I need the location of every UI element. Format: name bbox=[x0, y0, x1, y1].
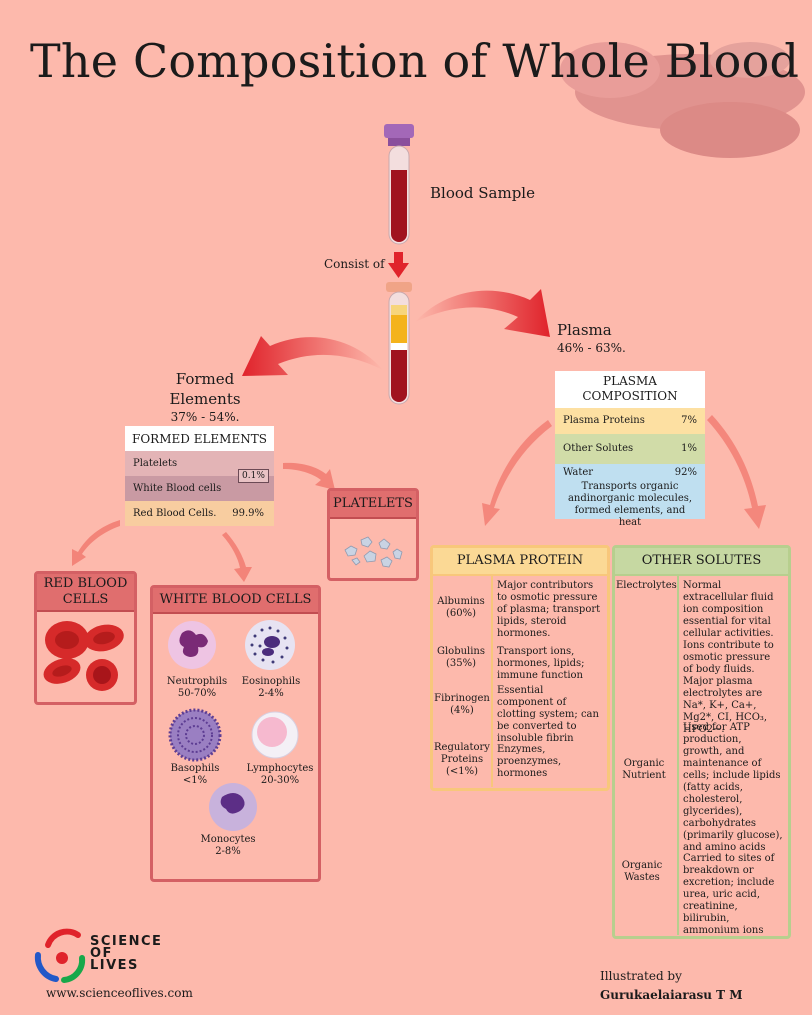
white-blood-cells-box: WHITE BLOOD CELLS bbox=[150, 585, 321, 882]
organic-wastes-label: Organic Wastes bbox=[621, 860, 663, 883]
formed-elements-table-header: FORMED ELEMENTS bbox=[125, 426, 274, 451]
formed-elements-label-line2: Elements bbox=[169, 390, 241, 408]
red-blood-cells-box: RED BLOOD CELLS bbox=[34, 571, 137, 705]
logo-text: SCIENCE OF LIVES bbox=[90, 934, 163, 973]
formed-row-rbc: Red Blood Cells.99.9% bbox=[125, 501, 274, 526]
blood-sample-tube bbox=[384, 124, 414, 245]
author-name: Gurukaelaiarasu T M bbox=[600, 988, 743, 1002]
regulatory-proteins-label: Regulatory Proteins(<1%) bbox=[434, 742, 490, 777]
globulins-label: Globulins(35%) bbox=[436, 646, 486, 669]
globulins-description: Transport ions, hormones, lipids; immune… bbox=[497, 646, 585, 681]
platelets-title: PLATELETS bbox=[330, 491, 416, 519]
neutrophil-image bbox=[168, 621, 216, 669]
rbc-percentage: 99.9% bbox=[232, 508, 264, 519]
blood-splash-decoration bbox=[560, 42, 805, 158]
website-link[interactable]: www.scienceoflives.com bbox=[46, 986, 193, 1000]
water-description: Transports organic andinorganic molecule… bbox=[567, 481, 693, 528]
other-solutes-divider bbox=[677, 576, 679, 935]
electrolytes-label: Electrolytes bbox=[616, 580, 677, 591]
electrolytes-description: Normal extracellular fluid ion compositi… bbox=[683, 580, 774, 735]
albumins-description: Major contributors to osmotic pressure o… bbox=[497, 580, 601, 639]
separated-blood-tube bbox=[386, 282, 412, 405]
basophils-label: Basophils<1% bbox=[170, 763, 220, 786]
white-blood-cells-title: WHITE BLOOD CELLS bbox=[153, 588, 318, 614]
other-solutes-title: OTHER SOLUTES bbox=[615, 548, 788, 576]
plasma-protein-box: PLASMA PROTEIN bbox=[430, 545, 610, 791]
monocyte-image bbox=[209, 783, 257, 831]
platelets-box: PLATELETS bbox=[327, 488, 419, 581]
regulatory-proteins-description: Enzymes, proenzymes, hormones bbox=[497, 744, 562, 779]
logo-mark bbox=[34, 928, 86, 983]
organic-nutrient-label: Organic Nutrient bbox=[622, 758, 666, 781]
albumins-label: Albumins(60%) bbox=[437, 596, 485, 619]
formed-elements-table: FORMED ELEMENTS Platelets White Blood ce… bbox=[125, 426, 274, 526]
formed-elements-label-line1: Formed bbox=[175, 370, 235, 388]
platelets-wbc-percentage: 0.1% bbox=[238, 469, 269, 483]
page-title: The Composition of Whole Blood bbox=[30, 34, 800, 88]
lymphocyte-image bbox=[251, 711, 299, 759]
red-blood-cells-title: RED BLOOD CELLS bbox=[37, 574, 134, 612]
fibrinogen-description: Essential component of clotting system; … bbox=[497, 685, 599, 744]
plasma-composition-header: PLASMA COMPOSITION bbox=[555, 371, 705, 408]
down-arrow bbox=[388, 252, 409, 278]
fibrinogen-label: Fibrinogen(4%) bbox=[434, 693, 490, 716]
organic-wastes-description: Carried to sites of breakdown or excreti… bbox=[683, 853, 775, 936]
illustrated-by-label: Illustrated by bbox=[600, 969, 682, 983]
plasma-label: Plasma bbox=[557, 321, 612, 339]
plasma-protein-divider bbox=[491, 576, 493, 787]
formed-elements-range: 37% - 54%. bbox=[170, 410, 240, 424]
arrow-to-plasma bbox=[415, 289, 550, 337]
plasma-range: 46% - 63%. bbox=[557, 341, 626, 355]
other-solutes-box: OTHER SOLUTES bbox=[612, 545, 791, 939]
organic-nutrient-description: Used for ATP production, growth, and mai… bbox=[683, 722, 783, 853]
plasma-protein-title: PLASMA PROTEIN bbox=[433, 548, 607, 576]
red-blood-cell-images bbox=[43, 621, 124, 691]
blood-sample-label: Blood Sample bbox=[430, 184, 535, 202]
eosinophil-image bbox=[245, 620, 295, 670]
pink-connector-arrows bbox=[72, 415, 766, 582]
platelet-images bbox=[344, 536, 403, 568]
basophil-image bbox=[168, 708, 222, 762]
consist-of-label: Consist of bbox=[324, 257, 385, 271]
arrow-to-formed-elements bbox=[242, 336, 383, 376]
